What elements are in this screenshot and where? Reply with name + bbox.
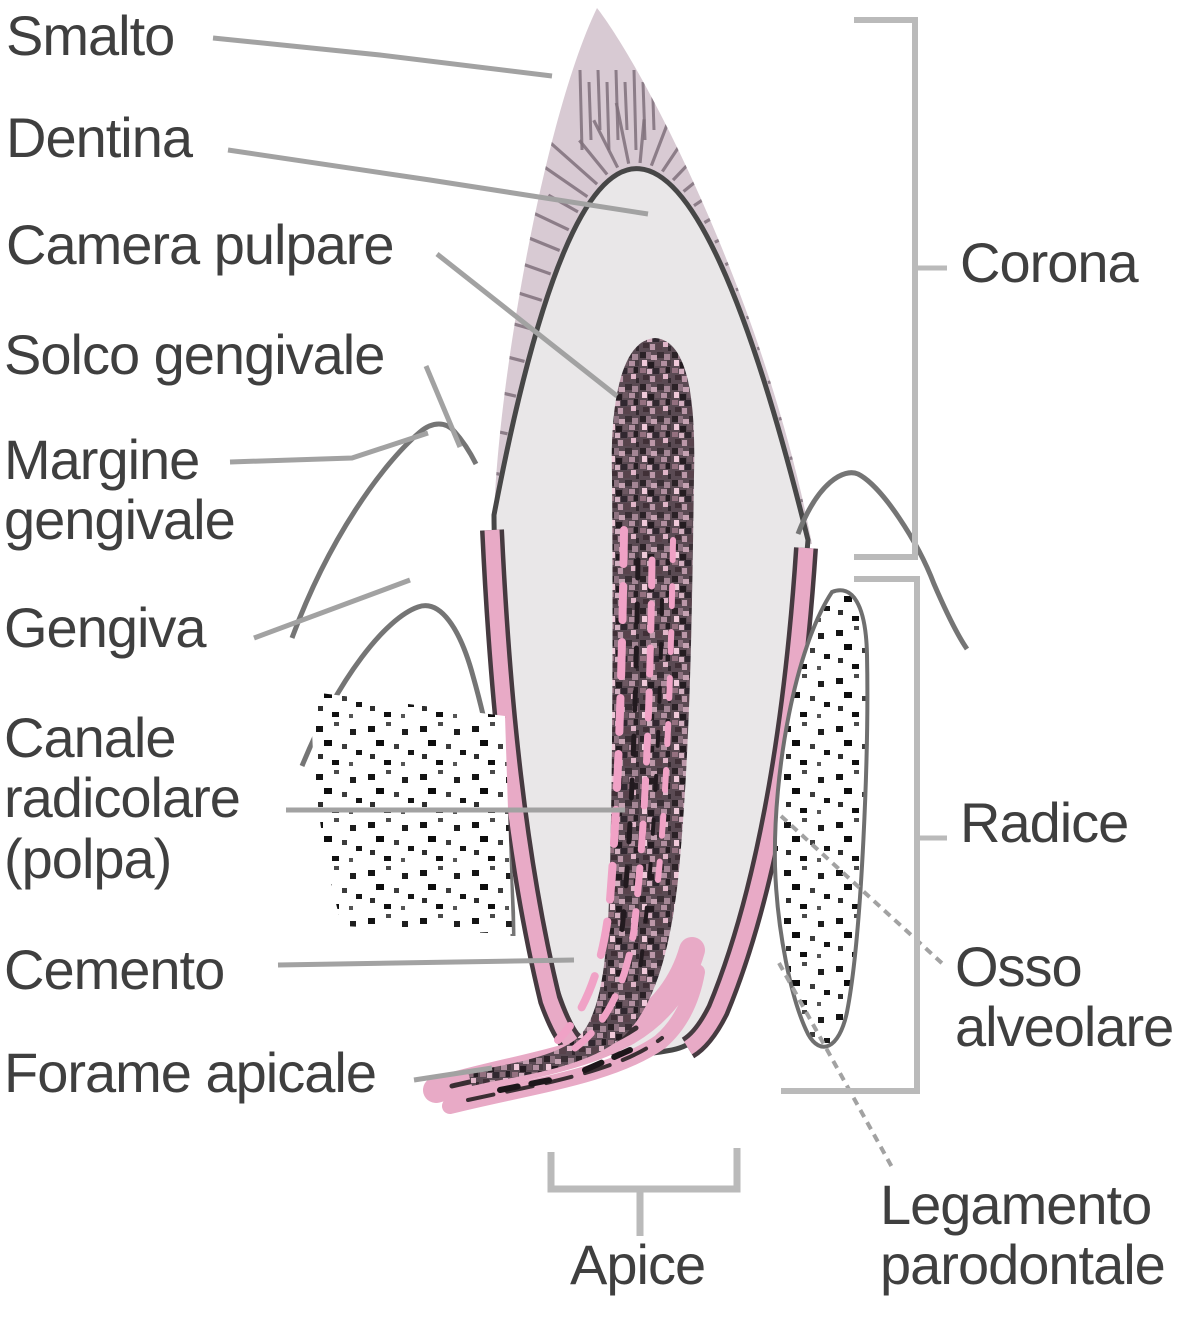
label-camera-pulpare: Camera pulpare [6,213,395,276]
alveolar-bone-left [311,692,512,934]
gengiva-leader-line [253,577,411,641]
cementum-right [681,547,818,1059]
legamento-leader-line [777,962,895,1170]
label-cemento: Cemento [4,938,225,1001]
cemento-leader-line [277,957,575,968]
label-solco-gengivale: Solco gengivale [4,323,385,386]
solco-gengivale-leader-line [423,365,463,448]
label-corona: Corona [960,231,1139,294]
alveolar-bone-right-outline [772,588,870,1049]
gingiva-right-line [795,470,970,651]
label-radice: Radice [960,791,1129,854]
margine-gengivale-leader-line [229,430,429,465]
dentina-leader-line [227,147,649,217]
label-legamento-parodontale: Legamento parodontale [880,1173,1166,1297]
forame-apicale-leader-line [413,1065,493,1083]
label-osso-alveolare: Osso alveolare [955,935,1174,1059]
alveolar-bone-right-fill [774,590,868,1047]
corona-bracket [854,17,918,560]
label-forame-apicale: Forame apicale [4,1041,377,1104]
apice-bracket [547,1148,741,1193]
brackets [547,17,947,1236]
smalto-leader-line [212,35,553,79]
label-apice: Apice [570,1233,706,1296]
radice-bracket [781,576,920,1094]
pulp-shape [468,338,695,1086]
label-margine-gengivale: Margine gengivale [4,428,236,552]
label-smalto: Smalto [6,4,175,67]
label-dentina: Dentina [6,106,193,169]
gingival-margin-line [289,421,479,639]
label-canale-radicolare: Canale radicolare (polpa) [4,706,241,890]
camera-pulpare-leader-line [435,252,619,398]
root-canal-streaks [554,526,676,1052]
cementum-left [480,529,585,1057]
label-gengiva: Gengiva [4,596,207,659]
